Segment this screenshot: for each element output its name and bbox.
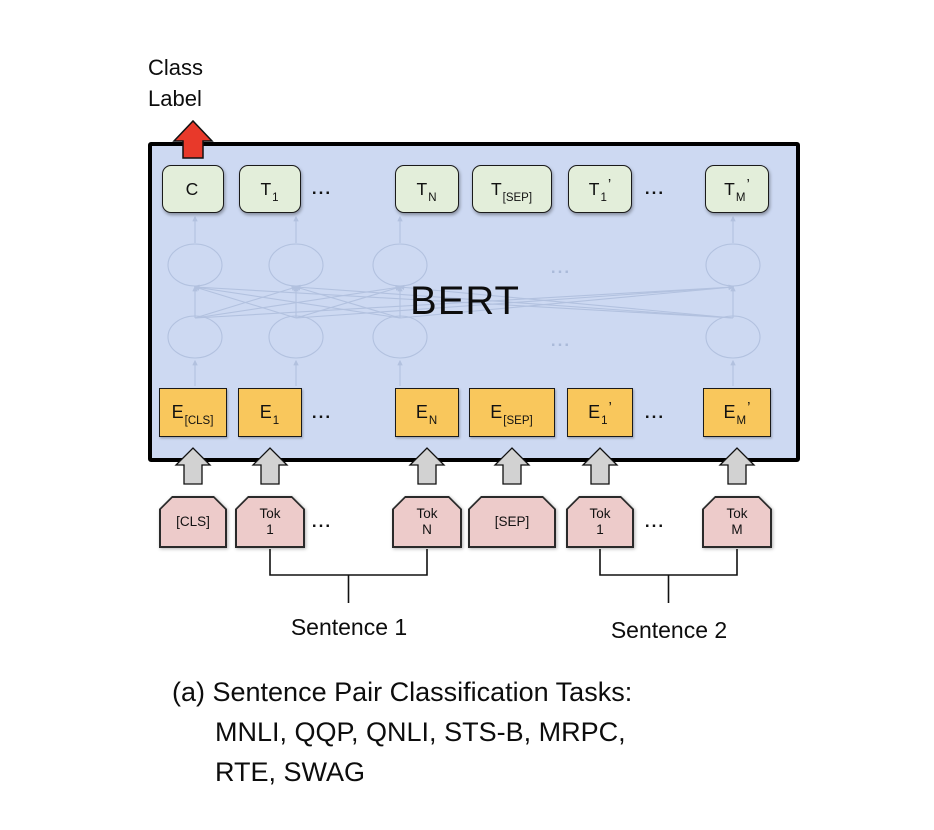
token-box-sep: [SEP]	[468, 496, 556, 548]
sentence1-label: Sentence 1	[290, 614, 408, 640]
token-box-fill	[161, 498, 226, 547]
embedding-box-esep: E[SEP]	[469, 388, 555, 437]
token-ellipsis-right: ...	[644, 512, 666, 531]
token-ellipsis-left: ...	[311, 512, 333, 531]
token-label: [SEP]	[494, 514, 530, 529]
network-ellipsis-top: ...	[550, 258, 572, 277]
bert-model-label: BERT	[410, 279, 520, 323]
class-label-text: Class Label	[148, 52, 203, 114]
caption-line2: MNLI, QQP, QNLI, STS-B, MRPC,	[215, 717, 626, 747]
output-ellipsis-right: ...	[644, 179, 666, 198]
caption-line3: RTE, SWAG	[215, 757, 366, 787]
embedding-ellipsis-left: ...	[311, 402, 333, 422]
token-label: [CLS]	[176, 514, 210, 529]
output-label: T[SEP]	[490, 178, 533, 204]
output-label: C	[185, 178, 199, 199]
sentence2-label: Sentence 2	[610, 617, 728, 643]
caption-line1: (a) Sentence Pair Classification Tasks:	[172, 677, 633, 707]
embedding-label: E[SEP]	[490, 402, 533, 427]
token-box-fill	[394, 498, 461, 547]
sentence-brackets	[269, 549, 738, 603]
token-box-fill	[237, 498, 304, 547]
embedding-box-ecls: E[CLS]	[159, 388, 227, 437]
class-label-line1: Class	[148, 55, 204, 80]
class-label-line2: Label	[148, 86, 202, 111]
network-ellipsis-bottom: ...	[550, 331, 572, 350]
token-box-fill	[704, 498, 771, 547]
token-box-cls: [CLS]	[159, 496, 227, 548]
embedding-label: E[CLS]	[171, 402, 214, 427]
token-box-fill	[470, 498, 555, 547]
embedding-ellipsis-right: ...	[644, 402, 666, 422]
output-box-c: C	[162, 165, 224, 213]
output-box-tsep: T[SEP]	[472, 165, 552, 213]
output-ellipsis-left: ...	[311, 179, 333, 198]
token-box-fill	[568, 498, 633, 547]
